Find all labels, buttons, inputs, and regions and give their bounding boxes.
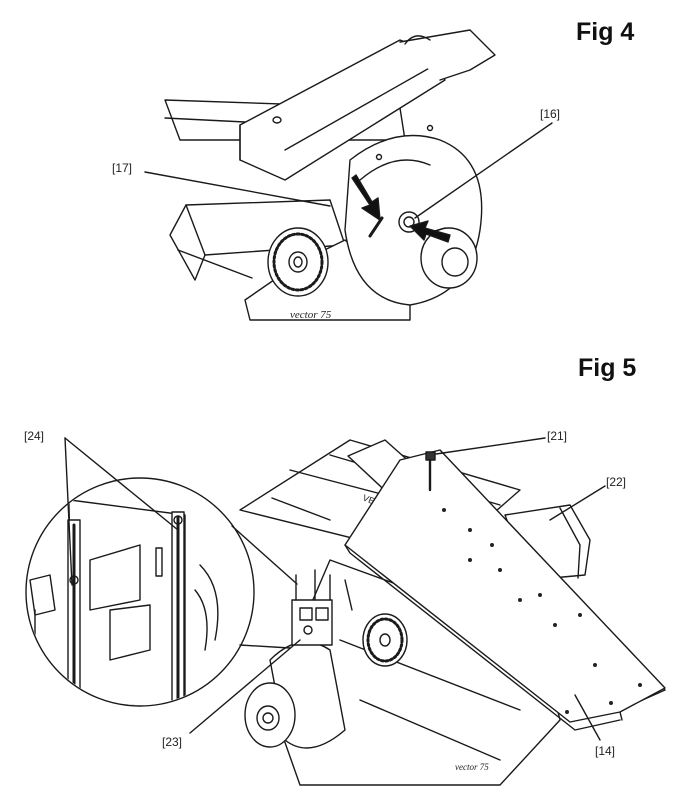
fig5-callout-21: [21] [547,429,567,443]
fig4-arrow-left [409,220,451,243]
fig5-callout-14: [14] [595,744,615,758]
fig4-arrow-down [351,174,381,221]
fig5-callout-24: [24] [24,429,44,443]
fig4-leader-16 [414,122,553,219]
fig4-rear-bar [399,29,496,81]
fig5-leader-23 [189,639,301,734]
fig5-leader-21 [435,437,546,455]
fig4-brand-label: vector 75 [290,309,332,321]
fig5-callout-23: [23] [162,735,182,749]
fig4-align-mark [368,216,384,238]
fig5-title: Fig 5 [578,354,637,382]
fig5-leader-14 [574,694,601,741]
fig4-callout-17: [17] [112,161,132,175]
fig4-title: Fig 4 [576,18,635,46]
fig5-leader-22 [549,485,606,521]
fig5-leader-24a [64,437,73,586]
fig4-screw [272,116,282,124]
fig5-screw-21 [425,451,436,492]
fig5-plate-holes [442,508,642,714]
fig5-magnifier-line-bottom [239,644,291,649]
fig5-motor-pulley [244,641,346,749]
fig5-brand-label: vector 75 [455,762,489,772]
fig5-knurled-wheel [362,613,408,667]
fig5-leader-24b [64,437,179,531]
fig5-callout-22: [22] [606,475,626,489]
fig4-leader-17 [144,171,331,207]
fig5-illustration: VECTOR vector 75 [25,437,666,786]
fig4-illustration: vector 75 [144,29,553,321]
fig4-knurled-knob [267,227,329,297]
fig5-magnifier-line-top [231,525,298,585]
fig5-mechanism-23 [291,569,353,646]
fig5-detail-magnifier [25,477,255,707]
fig4-callout-16: [16] [540,107,560,121]
